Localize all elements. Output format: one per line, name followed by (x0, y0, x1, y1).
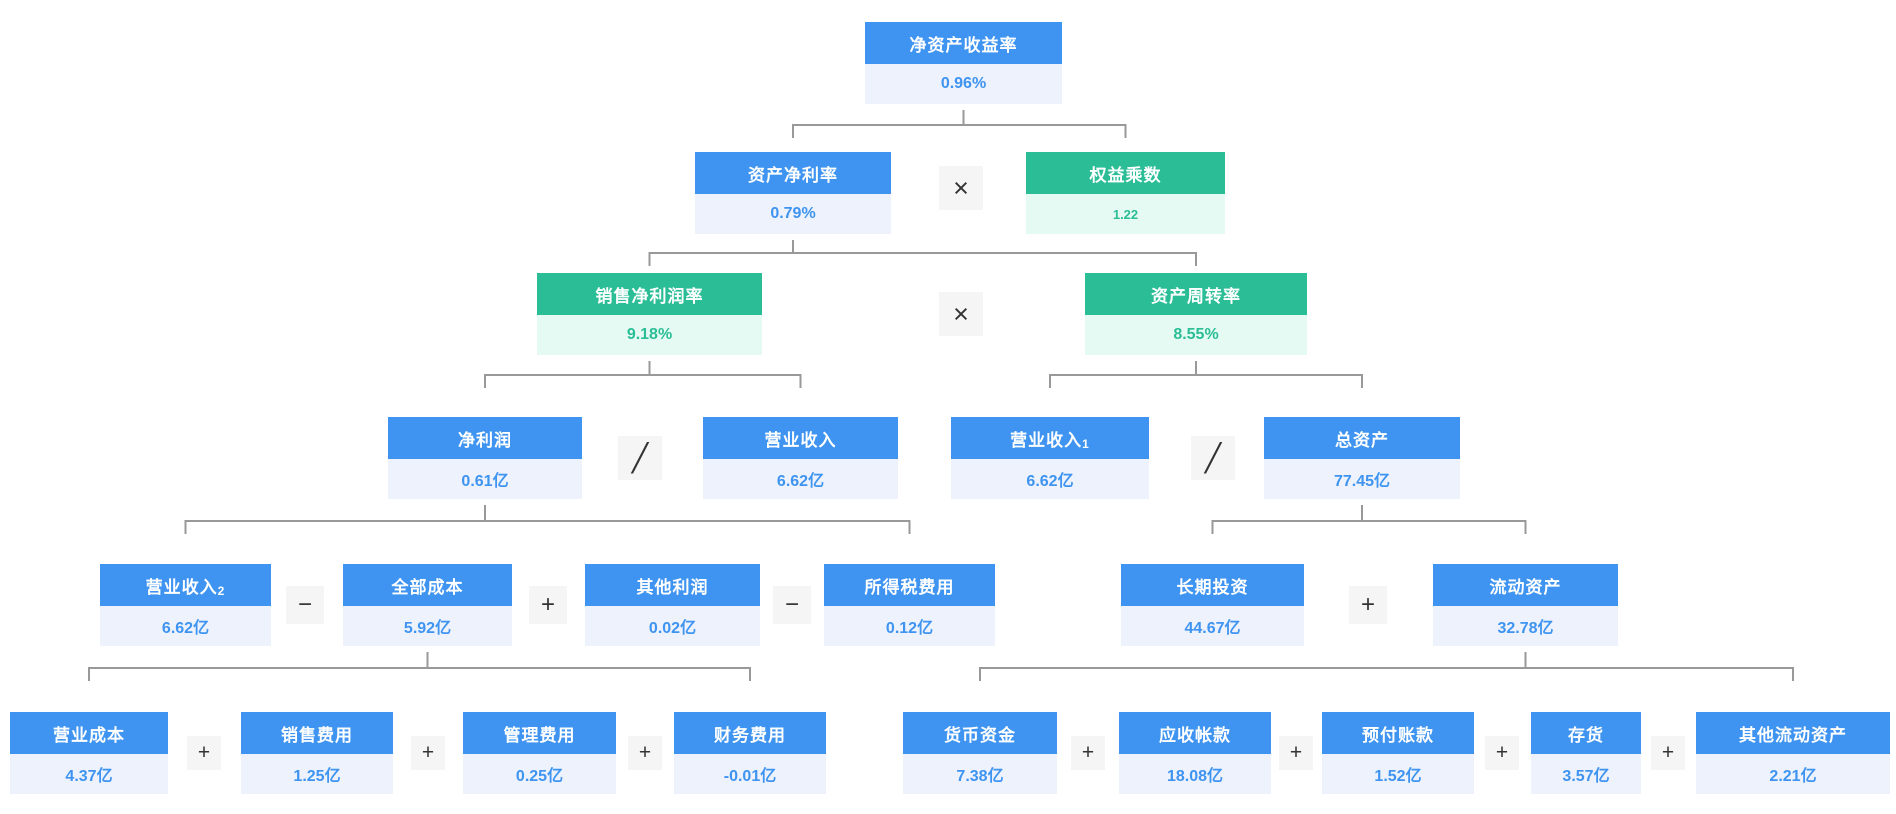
plus-operator: + (411, 736, 445, 770)
minus-operator: − (773, 586, 811, 624)
minus-operator: − (286, 586, 324, 624)
node-admin-expense-label: 管理费用 (463, 712, 616, 754)
connector-roe-children (792, 110, 1127, 138)
node-roa-value: 0.79% (695, 194, 891, 234)
node-net-profit[interactable]: 净利润 0.61亿 (388, 417, 582, 499)
plus-operator: + (1349, 586, 1387, 624)
node-asset-turnover-value: 8.55% (1085, 315, 1307, 355)
node-inventory[interactable]: 存货 3.57亿 (1531, 712, 1641, 794)
node-other-current-assets[interactable]: 其他流动资产 2.21亿 (1696, 712, 1890, 794)
node-income-tax[interactable]: 所得税费用 0.12亿 (824, 564, 995, 646)
node-net-profit-margin-value: 9.18% (537, 315, 762, 355)
node-net-profit-margin[interactable]: 销售净利润率 9.18% (537, 273, 762, 355)
node-receivables-label: 应收帐款 (1119, 712, 1271, 754)
connector-netprofit-children (184, 505, 911, 534)
node-long-term-investment-label: 长期投资 (1121, 564, 1304, 606)
node-receivables[interactable]: 应收帐款 18.08亿 (1119, 712, 1271, 794)
node-cash[interactable]: 货币资金 7.38亿 (903, 712, 1057, 794)
node-operating-cost[interactable]: 营业成本 4.37亿 (10, 712, 168, 794)
node-cash-label: 货币资金 (903, 712, 1057, 754)
node-operating-cost-label: 营业成本 (10, 712, 168, 754)
plus-operator: + (1279, 736, 1313, 770)
node-finance-expense[interactable]: 财务费用 -0.01亿 (674, 712, 826, 794)
node-roe[interactable]: 净资产收益率 0.96% (865, 22, 1062, 104)
node-selling-expense-value: 1.25亿 (241, 754, 393, 794)
node-total-cost-label: 全部成本 (343, 564, 512, 606)
node-other-current-assets-value: 2.21亿 (1696, 754, 1890, 794)
node-revenue-2-value: 6.62亿 (100, 606, 271, 646)
node-roe-value: 0.96% (865, 64, 1062, 104)
node-net-profit-value: 0.61亿 (388, 459, 582, 499)
node-other-profit[interactable]: 其他利润 0.02亿 (585, 564, 760, 646)
node-net-profit-margin-label: 销售净利润率 (537, 273, 762, 315)
plus-operator: + (1651, 736, 1685, 770)
node-roe-label: 净资产收益率 (865, 22, 1062, 64)
node-revenue-value: 6.62亿 (703, 459, 898, 499)
node-prepayments-label: 预付账款 (1322, 712, 1474, 754)
node-prepayments[interactable]: 预付账款 1.52亿 (1322, 712, 1474, 794)
node-revenue[interactable]: 营业收入 6.62亿 (703, 417, 898, 499)
node-admin-expense-value: 0.25亿 (463, 754, 616, 794)
plus-operator: + (1071, 736, 1105, 770)
node-net-profit-label: 净利润 (388, 417, 582, 459)
node-revenue-label: 营业收入 (703, 417, 898, 459)
node-inventory-label: 存货 (1531, 712, 1641, 754)
node-inventory-value: 3.57亿 (1531, 754, 1641, 794)
connector-turnover-children (1049, 361, 1363, 388)
node-prepayments-value: 1.52亿 (1322, 754, 1474, 794)
node-cash-value: 7.38亿 (903, 754, 1057, 794)
connector-npm-children (484, 361, 802, 388)
node-finance-expense-value: -0.01亿 (674, 754, 826, 794)
plus-operator: + (529, 586, 567, 624)
node-total-assets-value: 77.45亿 (1264, 459, 1460, 499)
node-admin-expense[interactable]: 管理费用 0.25亿 (463, 712, 616, 794)
node-equity-multiplier-label: 权益乘数 (1026, 152, 1225, 194)
multiply-operator: × (939, 166, 983, 210)
connector-roa-children (648, 240, 1197, 266)
connector-totalassets-children (1211, 505, 1527, 534)
node-receivables-value: 18.08亿 (1119, 754, 1271, 794)
node-income-tax-label: 所得税费用 (824, 564, 995, 606)
node-selling-expense-label: 销售费用 (241, 712, 393, 754)
node-roa[interactable]: 资产净利率 0.79% (695, 152, 891, 234)
node-total-assets-label: 总资产 (1264, 417, 1460, 459)
node-other-current-assets-label: 其他流动资产 (1696, 712, 1890, 754)
node-equity-multiplier-value: 1.22 (1026, 194, 1225, 234)
plus-operator: + (628, 736, 662, 770)
node-asset-turnover-label: 资产周转率 (1085, 273, 1307, 315)
node-current-assets[interactable]: 流动资产 32.78亿 (1433, 564, 1618, 646)
node-total-assets[interactable]: 总资产 77.45亿 (1264, 417, 1460, 499)
divide-operator: ╱ (618, 436, 662, 480)
plus-operator: + (187, 736, 221, 770)
node-other-profit-label: 其他利润 (585, 564, 760, 606)
node-operating-cost-value: 4.37亿 (10, 754, 168, 794)
multiply-operator: × (939, 292, 983, 336)
node-total-cost-value: 5.92亿 (343, 606, 512, 646)
node-revenue-1-value: 6.62亿 (951, 459, 1149, 499)
connector-currentassets-children (979, 652, 1794, 681)
divide-operator: ╱ (1191, 436, 1235, 480)
node-other-profit-value: 0.02亿 (585, 606, 760, 646)
node-current-assets-label: 流动资产 (1433, 564, 1618, 606)
node-equity-multiplier[interactable]: 权益乘数 1.22 (1026, 152, 1225, 234)
plus-operator: + (1485, 736, 1519, 770)
node-finance-expense-label: 财务费用 (674, 712, 826, 754)
connector-totalcost-children (88, 652, 751, 681)
node-total-cost[interactable]: 全部成本 5.92亿 (343, 564, 512, 646)
node-current-assets-value: 32.78亿 (1433, 606, 1618, 646)
node-long-term-investment-value: 44.67亿 (1121, 606, 1304, 646)
node-income-tax-value: 0.12亿 (824, 606, 995, 646)
node-roa-label: 资产净利率 (695, 152, 891, 194)
node-asset-turnover[interactable]: 资产周转率 8.55% (1085, 273, 1307, 355)
node-long-term-investment[interactable]: 长期投资 44.67亿 (1121, 564, 1304, 646)
node-selling-expense[interactable]: 销售费用 1.25亿 (241, 712, 393, 794)
